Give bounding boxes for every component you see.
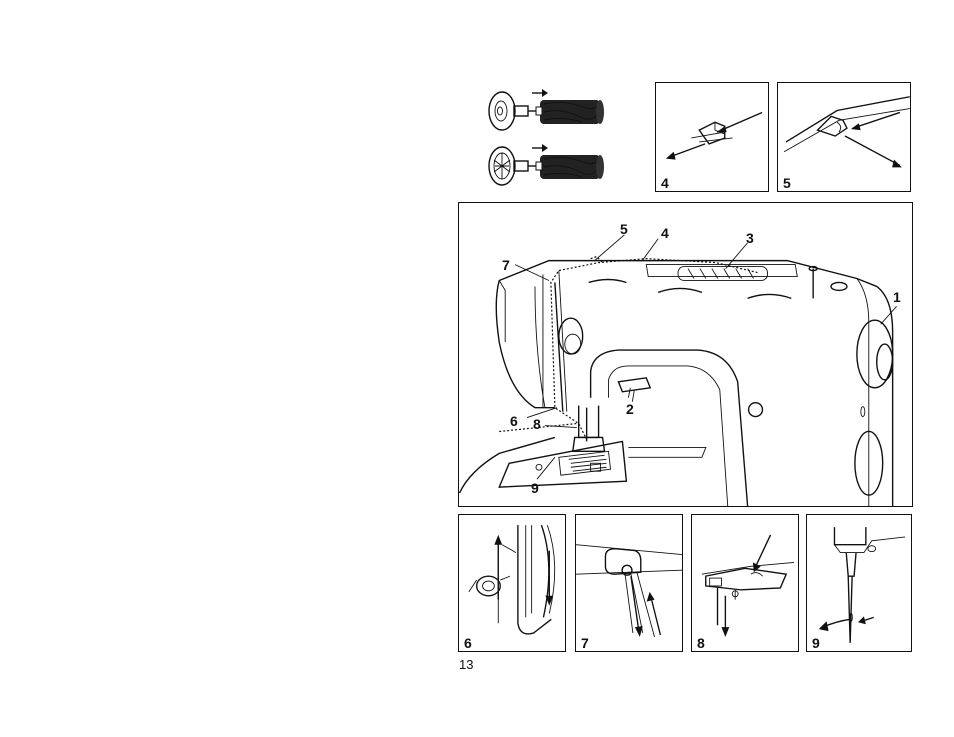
spool-cap-large (489, 92, 540, 130)
callout-5: 5 (620, 221, 628, 237)
callout-9: 9 (531, 480, 539, 496)
figure-panel-7: 7 (575, 514, 683, 652)
callout-2: 2 (626, 401, 634, 417)
panel-label: 8 (697, 635, 705, 651)
figure-panel-6: 6 (458, 514, 566, 652)
panel-label: 7 (581, 635, 589, 651)
figure-panel-8: 8 (691, 514, 799, 652)
panel-label: 9 (812, 635, 820, 651)
spool-cap-illustrations (484, 78, 614, 196)
callout-8: 8 (533, 416, 541, 432)
callout-7: 7 (502, 257, 510, 273)
panel-label: 6 (464, 635, 472, 651)
spool-cap-small (489, 147, 540, 185)
callout-4: 4 (661, 225, 669, 241)
figure-panel-4: 4 (655, 82, 769, 192)
page-number: 13 (459, 657, 473, 672)
thread-spool-bottom (536, 155, 604, 179)
panel-label: 5 (783, 175, 791, 191)
panel-label: 4 (661, 175, 669, 191)
callout-6: 6 (510, 413, 518, 429)
callout-3: 3 (746, 230, 754, 246)
callout-1: 1 (893, 289, 901, 305)
figure-panel-main-machine: 1 2 3 4 5 6 7 8 9 (458, 202, 913, 507)
thread-spool-top (536, 100, 604, 124)
figure-panel-5: 5 (777, 82, 911, 192)
figure-panel-9: 9 (806, 514, 912, 652)
